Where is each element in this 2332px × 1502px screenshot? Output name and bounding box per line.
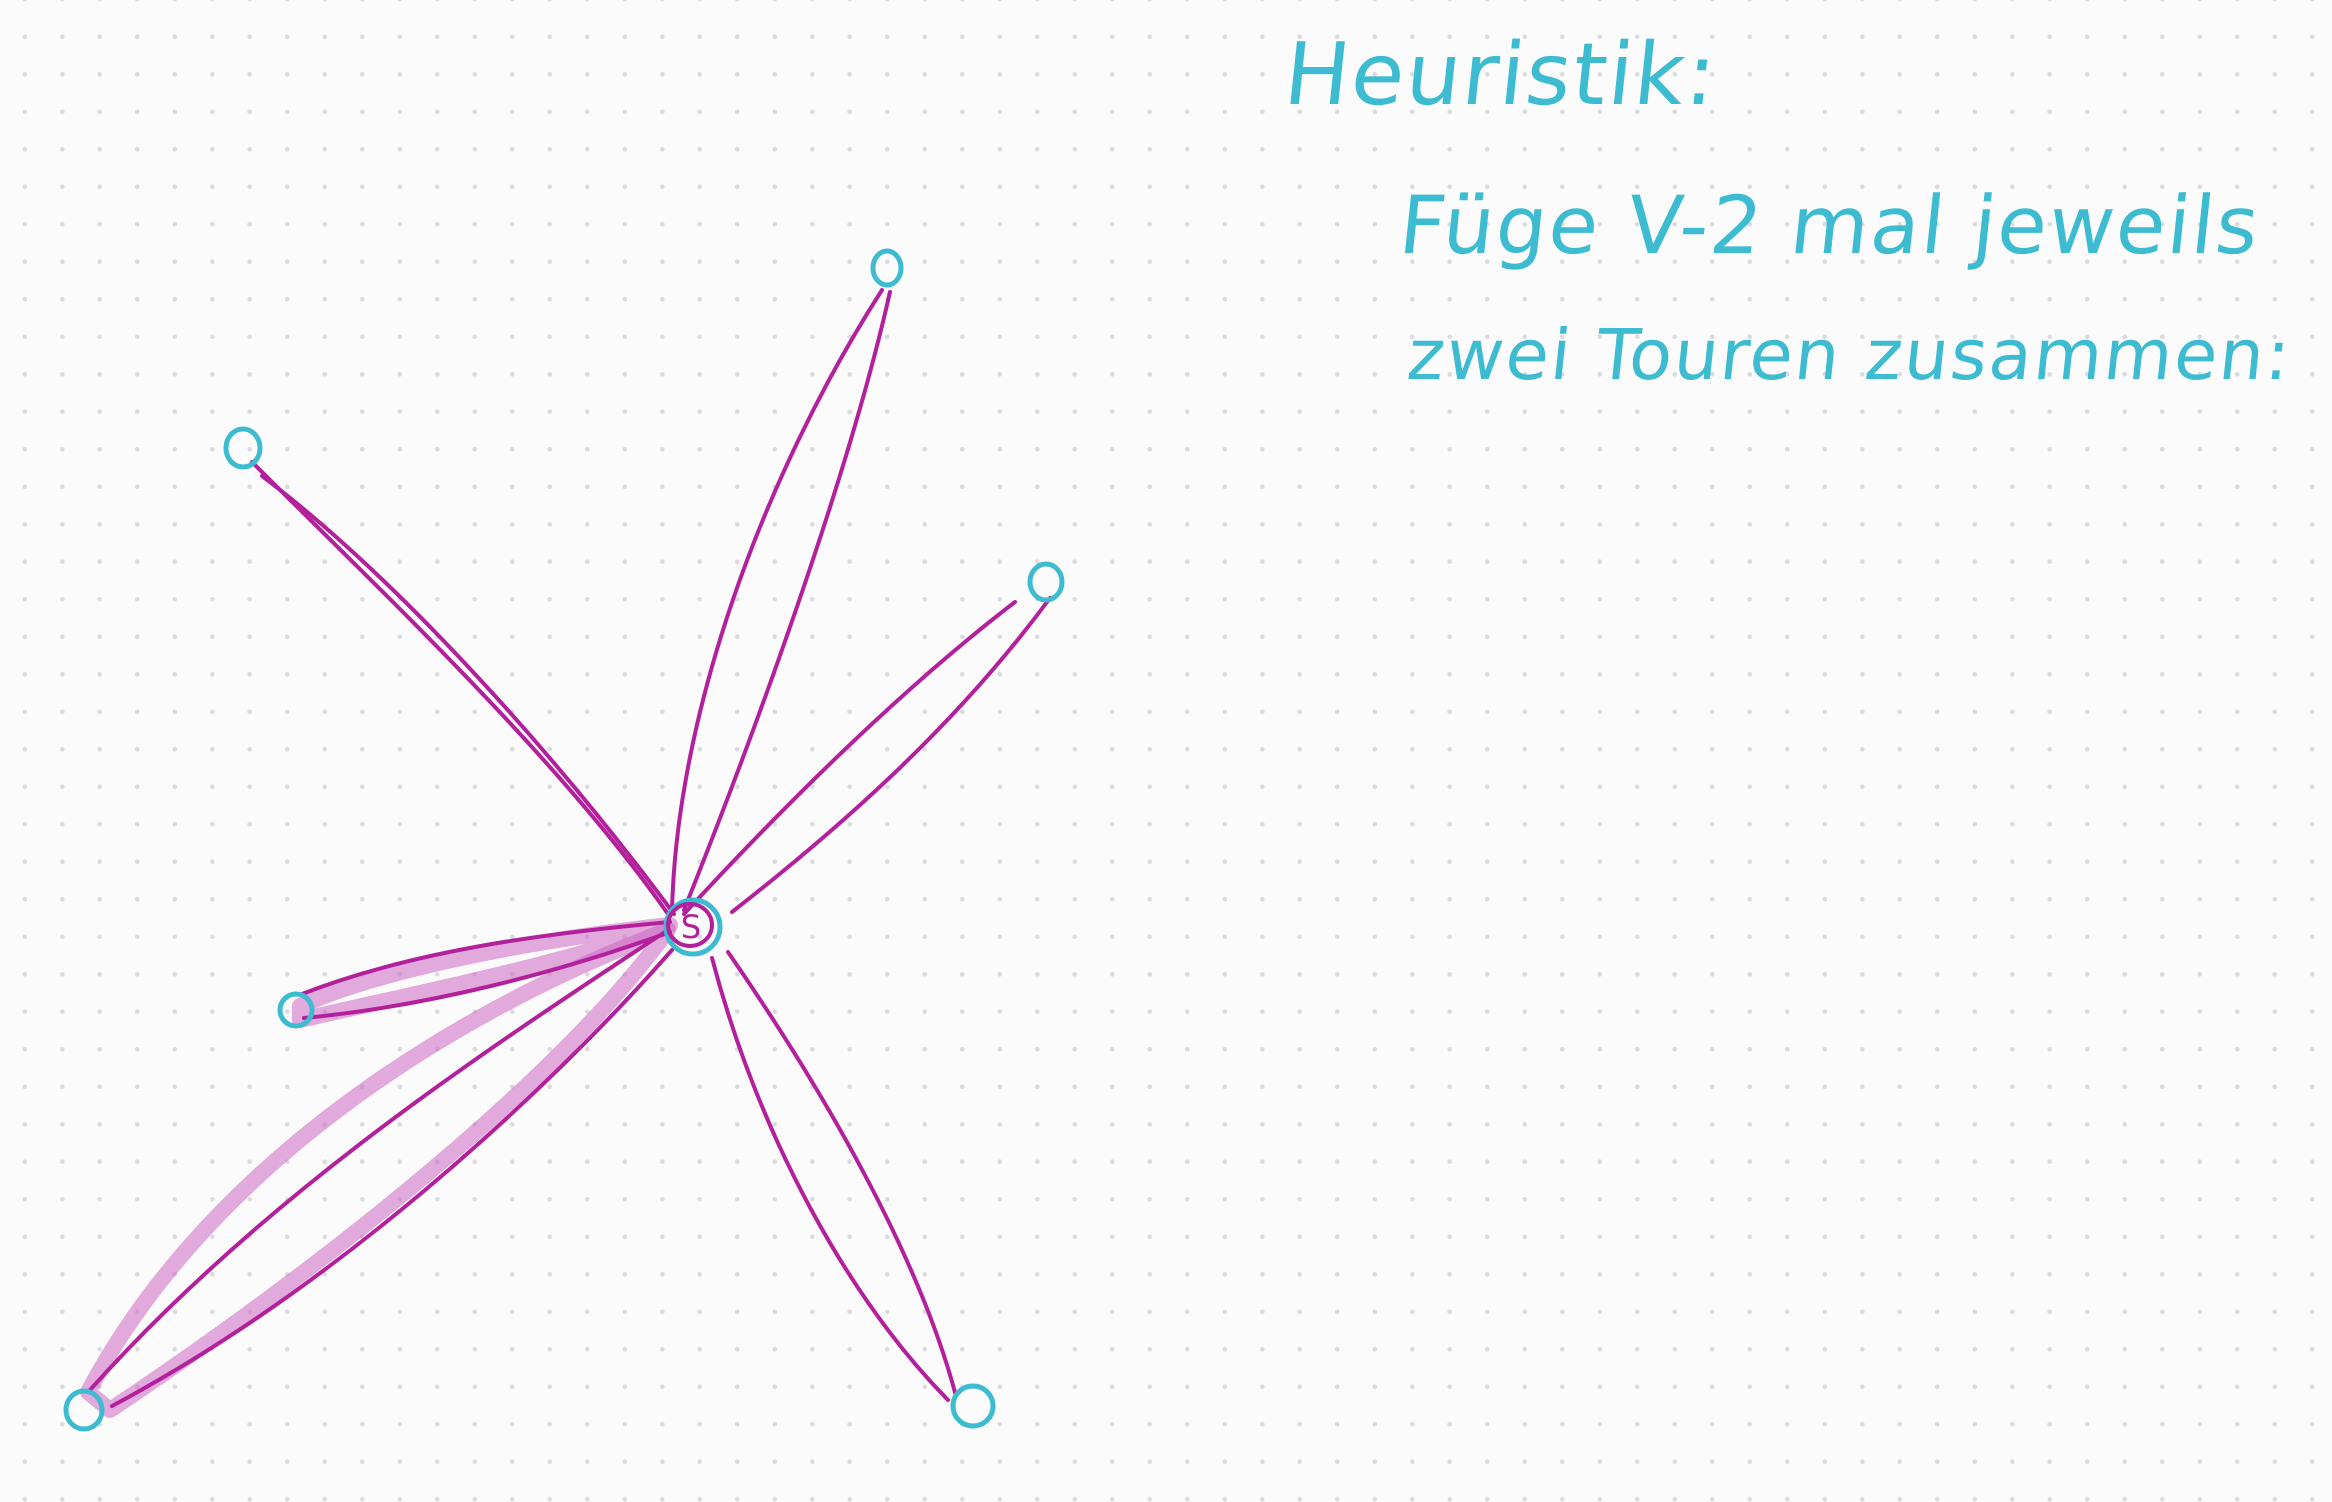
- customer-node-right: [1027, 561, 1065, 603]
- tour-top: [670, 288, 884, 914]
- heuristic-text-line-1: Füge V-2 mal jeweils: [1395, 179, 2265, 272]
- tour-right: [730, 596, 1052, 914]
- customer-node-bottom-left: [63, 1388, 105, 1432]
- customer-nodes: [63, 248, 1065, 1432]
- tour-bottom-left: [88, 928, 670, 1392]
- customer-node-bottom-right: [950, 1383, 996, 1429]
- depot-label: S: [681, 908, 701, 946]
- tour-right: [682, 600, 1017, 916]
- tour-top-left: [260, 474, 676, 916]
- heuristic-text-line-2: zwei Touren zusammen:: [1403, 314, 2296, 396]
- depot-node: S: [663, 897, 723, 957]
- tour-bottom-left: [110, 948, 674, 1408]
- tour-top: [682, 290, 892, 912]
- tour-bottom-right: [726, 950, 958, 1398]
- merge-highlight: [80, 917, 678, 1418]
- heuristic-heading: Heuristik:: [1279, 25, 1723, 125]
- tour-bottom-right: [710, 956, 950, 1402]
- customer-node-top-left: [223, 426, 263, 470]
- customer-node-left: [277, 991, 315, 1029]
- customer-node-top: [870, 248, 904, 288]
- tour-left: [300, 920, 672, 996]
- tours: [88, 288, 1052, 1408]
- tour-top-left: [250, 460, 670, 916]
- tour-left: [302, 930, 672, 1020]
